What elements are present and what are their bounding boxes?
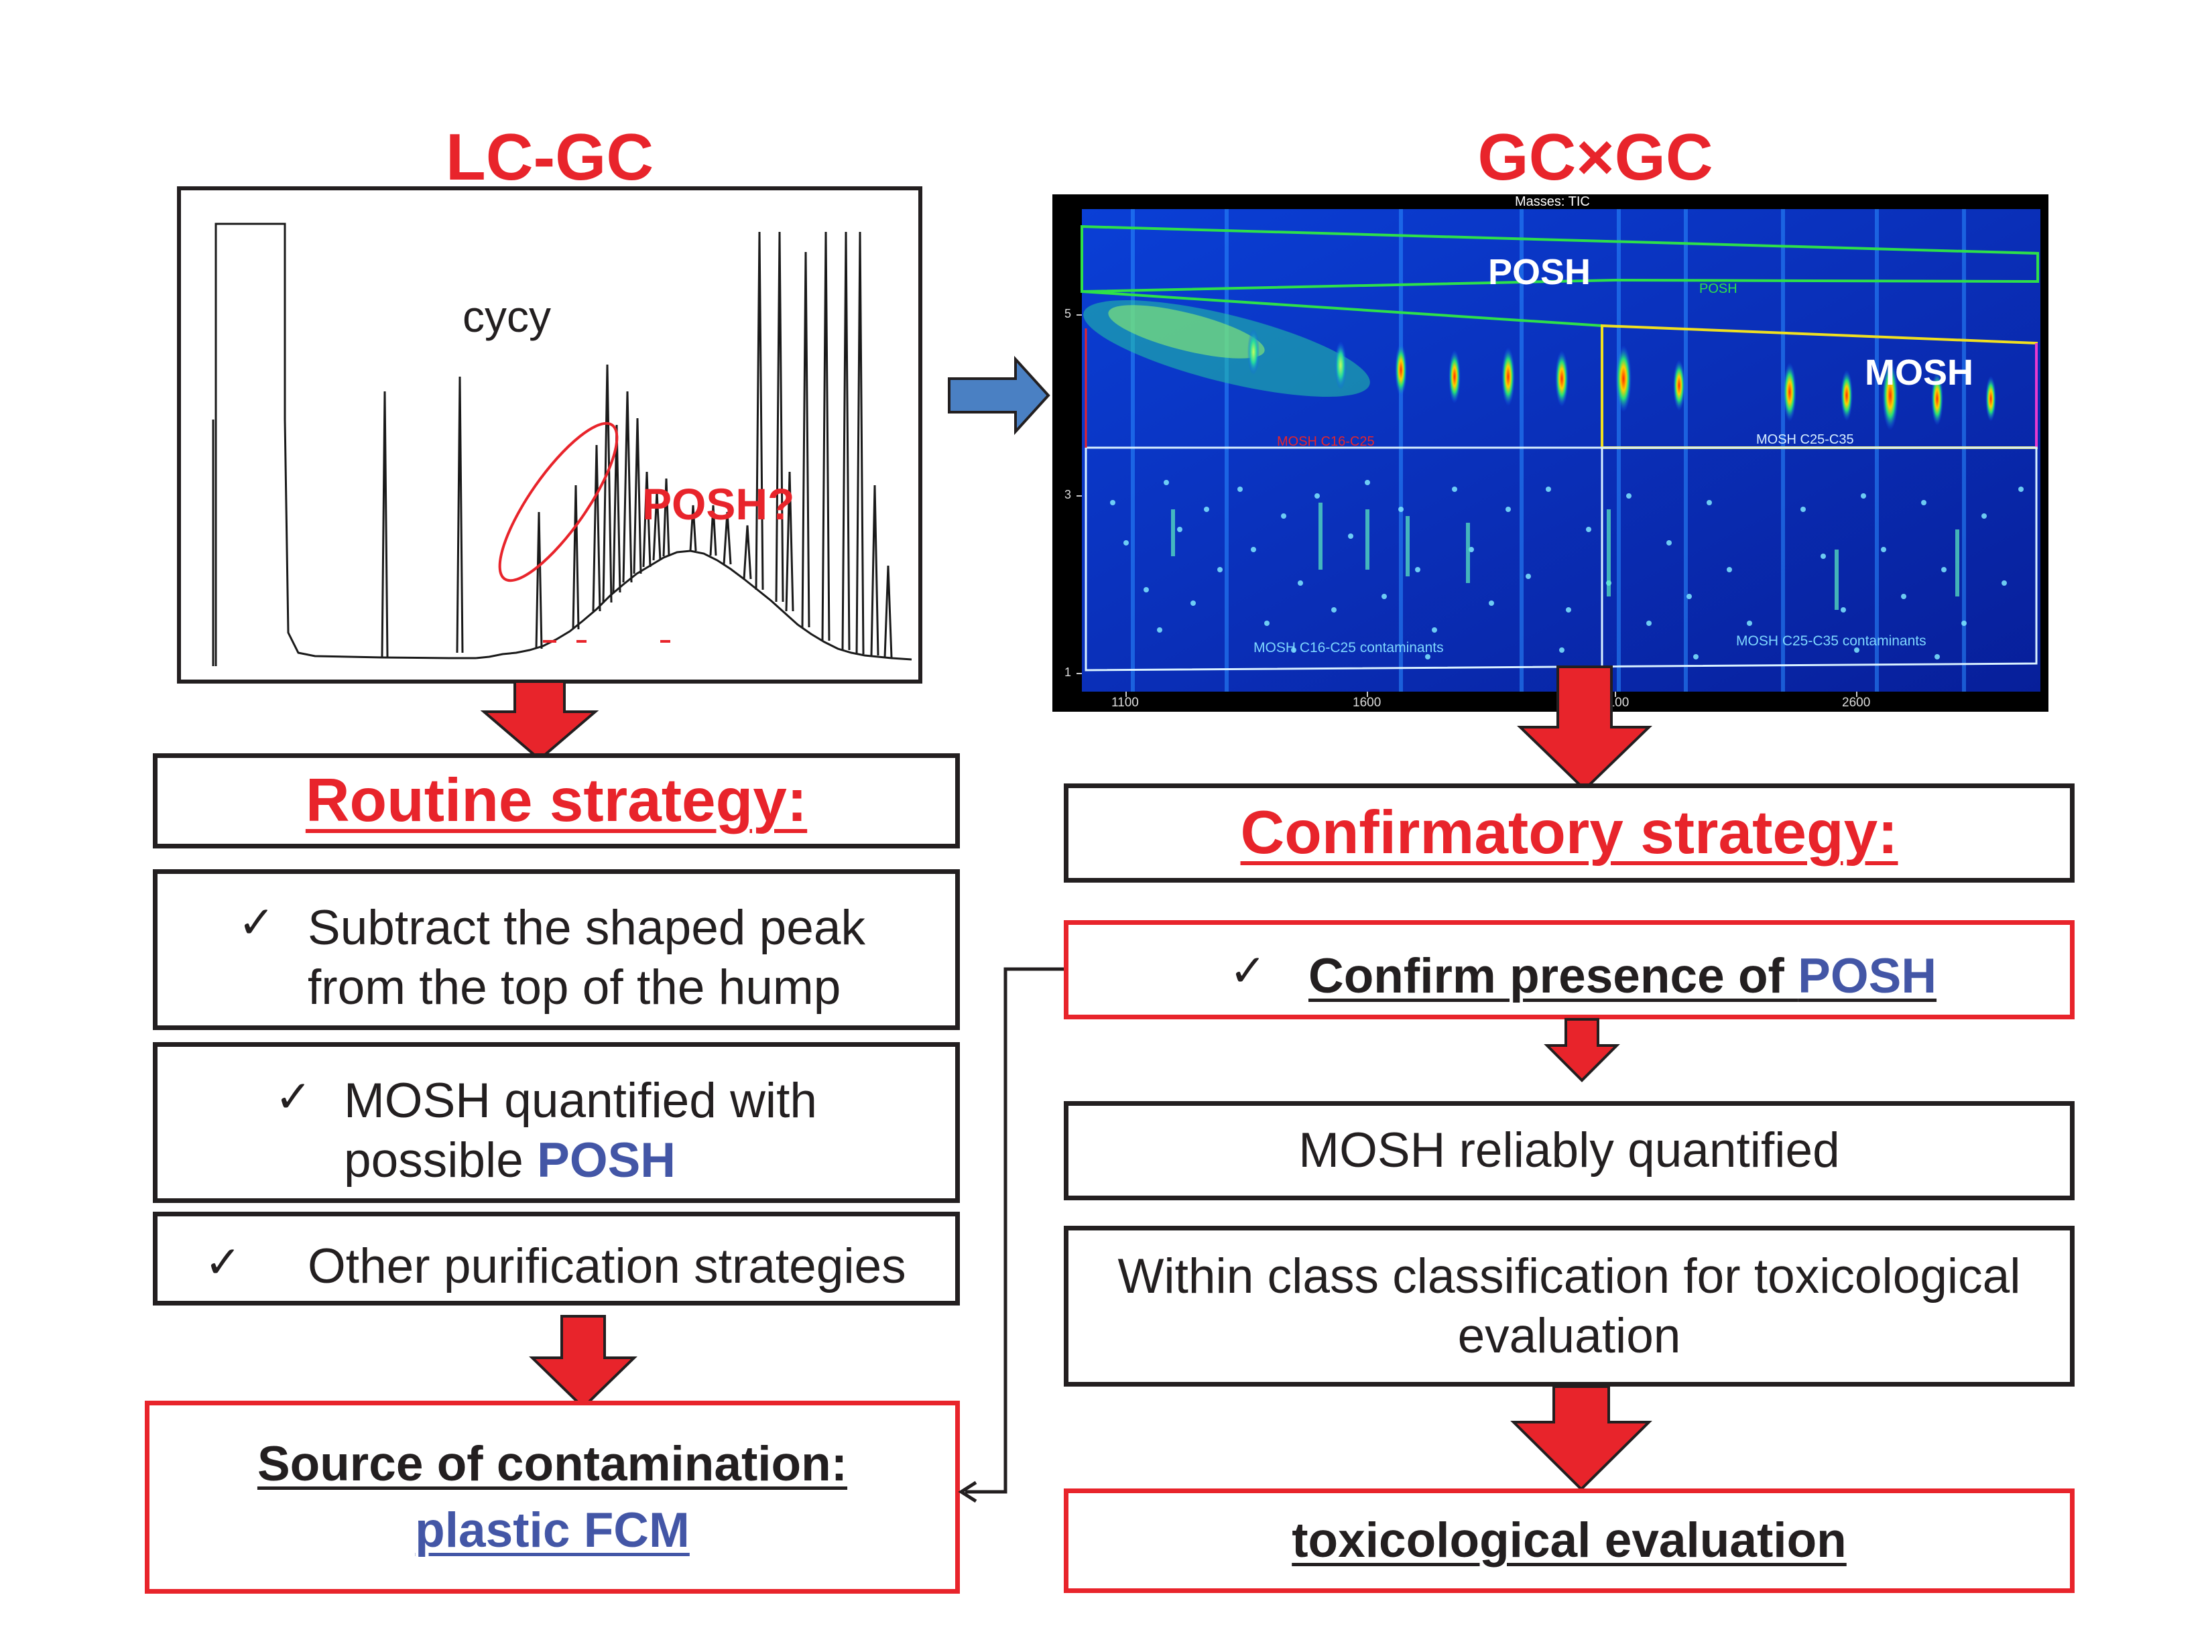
confirm-posh-text: Confirm presence of POSH: [1308, 946, 1937, 1006]
subtract-line2: from the top of the hump: [308, 960, 841, 1015]
x-tick-1100: 1100: [1111, 696, 1139, 710]
routine-item-other-purification: ✓ Other purification strategies: [153, 1212, 960, 1306]
other-purification-text: Other purification strategies: [308, 1239, 906, 1293]
y-tick-3: 3: [1064, 488, 1072, 501]
confirmatory-strategy-box: Confirmatory strategy:: [1064, 783, 2075, 883]
y-tick-1: 1: [1064, 665, 1072, 679]
mosh-c16-c25-label: MOSH C16-C25: [1277, 434, 1375, 449]
possible-text: possible: [344, 1133, 538, 1188]
mosh-c25-c35-label: MOSH C25-C35: [1756, 432, 1854, 447]
posh-highlight: POSH: [537, 1133, 676, 1188]
check-icon: ✓: [275, 1071, 312, 1123]
gcxgc-plot: Masses: TIC POSH POSH MOSH MOSH C25-C35 …: [1052, 194, 2048, 712]
within-class-classification-box: Within class classification for toxicolo…: [1064, 1226, 2075, 1387]
routine-strategy-heading: Routine strategy:: [305, 767, 808, 834]
plastic-fcm-link: plastic FCM: [415, 1503, 690, 1558]
routine-item-subtract: ✓ Subtract the shaped peak from the top …: [153, 869, 960, 1030]
confirmatory-strategy-heading: Confirmatory strategy:: [1240, 799, 1898, 867]
source-of-contamination-box: Source of contamination: plastic FCM: [145, 1401, 960, 1594]
x-tick-1600: 1600: [1353, 696, 1381, 710]
x-tick-2600: 2600: [1842, 696, 1871, 710]
confirm-posh-box: ✓ Confirm presence of POSH: [1064, 920, 2075, 1019]
posh-question-label: POSH?: [642, 479, 795, 529]
routine-item-mosh-quantified: ✓ MOSH quantified with possible POSH: [153, 1042, 960, 1203]
mosh-reliably-quantified-box: MOSH reliably quantified: [1064, 1101, 2075, 1200]
check-icon: ✓: [204, 1236, 242, 1288]
routine-strategy-box: Routine strategy:: [153, 753, 960, 848]
source-title: Source of contamination:: [257, 1436, 848, 1491]
posh-region-label: POSH: [1488, 252, 1591, 292]
classification-line2: evaluation: [1457, 1309, 1681, 1363]
confirm-prefix: Confirm presence of: [1308, 949, 1798, 1003]
posh-small-label: POSH: [1699, 281, 1737, 296]
mosh-quantified-line1: MOSH quantified with: [344, 1074, 817, 1128]
check-icon: ✓: [238, 897, 275, 948]
y-tick-5: 5: [1064, 307, 1072, 320]
lc-gc-chromatogram: cycy POSH?: [177, 186, 922, 684]
contaminants-c16-c25-label: MOSH C16-C25 contaminants: [1253, 640, 1444, 655]
check-icon: ✓: [1229, 945, 1267, 997]
toxicological-evaluation-box: toxicological evaluation: [1064, 1488, 2075, 1593]
mosh-reliably-quantified-text: MOSH reliably quantified: [1298, 1123, 1840, 1178]
gcxgc-title: GC×GC: [1477, 120, 1713, 194]
confirm-posh-highlight: POSH: [1798, 949, 1937, 1003]
classification-line1: Within class classification for toxicolo…: [1117, 1249, 2021, 1304]
contaminants-c25-c35-label: MOSH C25-C35 contaminants: [1736, 633, 1926, 649]
mosh-region-label: MOSH: [1865, 353, 1973, 393]
masses-tic-label: Masses: TIC: [1515, 194, 1590, 209]
toxicological-evaluation-text: toxicological evaluation: [1292, 1513, 1847, 1568]
subtract-line1: Subtract the shaped peak: [308, 901, 865, 955]
lc-gc-title: LC-GC: [445, 120, 654, 194]
cycy-peak-label: cycy: [463, 292, 551, 341]
